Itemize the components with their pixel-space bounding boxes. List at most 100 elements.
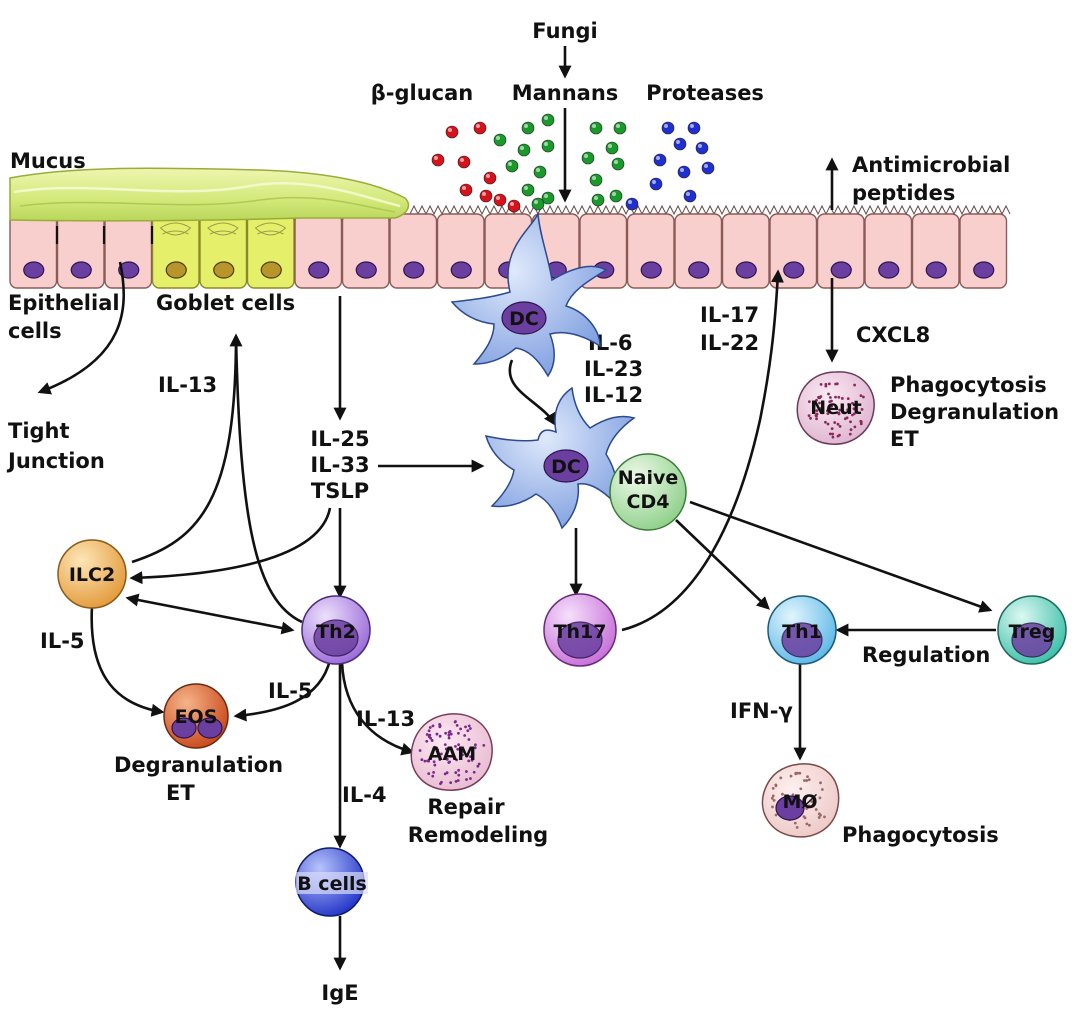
pamp-particle xyxy=(673,137,687,151)
il4-label: IL-4 xyxy=(342,783,387,807)
nucleus xyxy=(783,261,805,279)
naive-cd4-cell: Naive CD4 xyxy=(609,453,687,531)
dc-migration-arrow xyxy=(508,359,557,427)
pamp-particle xyxy=(649,177,663,191)
nucleus xyxy=(70,261,92,279)
macrophage-label: MØ xyxy=(782,791,817,813)
th2-label: Th2 xyxy=(316,621,356,643)
eos-outcome-2: ET xyxy=(166,781,195,805)
pamp-particle xyxy=(541,113,555,127)
epithelial-label-2: cells xyxy=(8,319,62,343)
naive-treg-arrow xyxy=(689,500,993,613)
il25-label: IL-25 xyxy=(310,427,369,451)
pamp-particle xyxy=(609,189,623,203)
dc-epithelial-label: DC xyxy=(509,308,539,330)
fungi-label: Fungi xyxy=(532,19,597,43)
naive-label-2: CD4 xyxy=(627,491,670,513)
epithelial-cell xyxy=(56,213,105,289)
epithelial-cell xyxy=(104,213,153,289)
th17-cell: Th17 xyxy=(543,593,617,667)
b-cell: B cells xyxy=(295,847,368,917)
nucleus xyxy=(23,261,45,279)
pamp-particle xyxy=(653,153,667,167)
pamp-particle xyxy=(625,197,639,211)
pamp-particle xyxy=(613,121,627,135)
pamp-particle xyxy=(493,193,507,207)
il17-label: IL-17 xyxy=(700,303,759,327)
nucleus xyxy=(403,261,425,279)
treg-cell: Treg xyxy=(997,595,1067,665)
tslp-ilc2-arrow xyxy=(129,507,332,585)
goblet-cell xyxy=(151,213,200,289)
pamp-particle xyxy=(521,183,535,197)
aam-cell: AAM xyxy=(410,713,493,791)
naive-label-1: Naive xyxy=(618,467,679,489)
pamp-particle xyxy=(661,121,675,135)
macrophage-outcome: Phagocytosis xyxy=(842,823,999,847)
pamp-particle xyxy=(517,143,531,157)
pamp-particles xyxy=(431,113,715,213)
th1-label: Th1 xyxy=(782,621,822,643)
pamp-particle xyxy=(479,189,493,203)
ilc2-th2-arrow xyxy=(125,593,295,635)
eosinophil-cell: EOS xyxy=(163,683,229,749)
pamp-particle xyxy=(457,155,471,169)
ilc2-eos-arrow xyxy=(90,605,165,717)
pamp-particle xyxy=(507,199,521,213)
il12-label: IL-12 xyxy=(584,383,643,407)
nucleus xyxy=(213,261,235,279)
th2-aam-arrow xyxy=(340,661,415,756)
pamp-particle xyxy=(687,121,701,135)
epithelial-label-1: Epithelial xyxy=(8,291,120,315)
eos-outcome-1: Degranulation xyxy=(114,753,283,777)
goblet-cell xyxy=(199,213,248,289)
pamp-particle xyxy=(589,173,603,187)
nucleus xyxy=(878,261,900,279)
il23-label: IL-23 xyxy=(584,357,643,381)
tslp-label: TSLP xyxy=(311,479,369,503)
pamp-particle xyxy=(677,165,691,179)
tight-label-2: Junction xyxy=(6,449,105,473)
pamp-particle xyxy=(459,183,473,197)
epithelial-cell xyxy=(341,213,390,289)
th2-goblet-arrow xyxy=(234,335,303,624)
dc-lymph-label: DC xyxy=(551,456,581,478)
epithelial-cell xyxy=(721,213,770,289)
pamp-particle xyxy=(505,159,519,173)
epithelial-cell xyxy=(9,213,58,289)
antimicrobial-label-1: Antimicrobial xyxy=(852,153,1010,177)
nucleus xyxy=(973,261,995,279)
antimicrobial-label-2: peptides xyxy=(852,181,955,205)
eos-label: EOS xyxy=(175,706,218,728)
pamp-particle xyxy=(591,193,605,207)
nucleus xyxy=(355,261,377,279)
pamp-particle xyxy=(445,125,459,139)
th2-eos-arrow xyxy=(233,659,332,722)
beta-glucan-label: β-glucan xyxy=(371,81,474,105)
nucleus xyxy=(735,261,757,279)
th17-label: Th17 xyxy=(554,621,607,643)
il5-ilc2-label: IL-5 xyxy=(40,629,85,653)
pamp-particle xyxy=(581,151,595,165)
treg-label: Treg xyxy=(1009,621,1056,643)
il13-aam-label: IL-13 xyxy=(356,707,415,731)
aam-outcome-1: Repair xyxy=(427,795,505,819)
ige-label: IgE xyxy=(321,981,358,1005)
nucleus xyxy=(640,261,662,279)
nucleus xyxy=(688,261,710,279)
pamp-particle xyxy=(605,141,619,155)
epithelial-cell xyxy=(674,213,723,289)
pamp-particle xyxy=(541,139,555,153)
dendritic-cell-lymph: DC xyxy=(484,386,636,530)
mucus-label: Mucus xyxy=(10,149,86,173)
aam-label: AAM xyxy=(428,743,476,765)
ilc2-goblet-arrow xyxy=(131,333,243,564)
neut-outcome-2: Degranulation xyxy=(890,400,1059,424)
epithelial-cell xyxy=(626,213,675,289)
epithelium xyxy=(9,204,1011,289)
pamp-particle xyxy=(533,165,547,179)
epithelial-cell xyxy=(389,213,438,289)
regulation-label: Regulation xyxy=(862,643,990,667)
ifn-gamma-label: IFN-γ xyxy=(730,699,793,723)
